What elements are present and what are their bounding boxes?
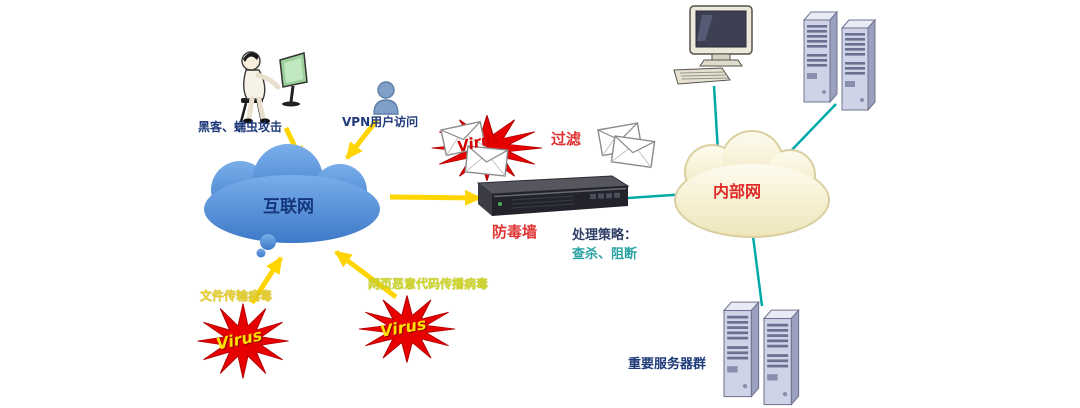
link-intranet-to-desktop bbox=[712, 85, 720, 153]
arrow-filevirus-to-internet bbox=[249, 256, 284, 305]
policy-actions-label: 查杀、阻断 bbox=[572, 247, 638, 262]
internet-cloud-label: 互联网 bbox=[263, 197, 314, 217]
server-group-bottom-icon bbox=[723, 301, 800, 406]
hacker-label: 黑客、蠕虫攻击 bbox=[198, 120, 283, 134]
server-tower-icon bbox=[841, 19, 876, 111]
vpn-label: VPN用户访问 bbox=[342, 115, 419, 129]
web-virus-label: 网页恶意代码传播病毒 bbox=[368, 277, 489, 291]
server-group-top-icon bbox=[803, 11, 876, 111]
intranet-cloud-label: 内部网 bbox=[713, 182, 762, 201]
server-tower-icon bbox=[763, 309, 800, 406]
hacker-icon bbox=[239, 51, 308, 124]
envelope-icon bbox=[610, 135, 656, 169]
server-tower-icon bbox=[723, 301, 760, 398]
servers-label: 重要服务器群 bbox=[628, 357, 707, 372]
internet-cloud-icon bbox=[204, 144, 380, 258]
arrow-webvirus-to-internet bbox=[334, 250, 398, 299]
firewall-device-icon bbox=[476, 175, 630, 216]
desktop-computer-icon bbox=[673, 5, 753, 85]
link-intranet-to-servers-bottom bbox=[751, 235, 764, 307]
arrow-vpn-to-internet bbox=[345, 118, 379, 160]
filter-label: 过滤 bbox=[551, 130, 582, 148]
arrow-internet-to-firewall bbox=[389, 189, 482, 206]
firewall-label: 防毒墙 bbox=[492, 223, 538, 241]
link-intranet-to-servers-top bbox=[787, 103, 837, 155]
vpn-user-icon bbox=[373, 81, 399, 115]
policy-title-label: 处理策略： bbox=[572, 228, 638, 243]
intranet-cloud-icon bbox=[676, 132, 828, 236]
server-tower-icon bbox=[803, 11, 838, 103]
file-virus-label: 文件传输病毒 bbox=[200, 289, 273, 303]
